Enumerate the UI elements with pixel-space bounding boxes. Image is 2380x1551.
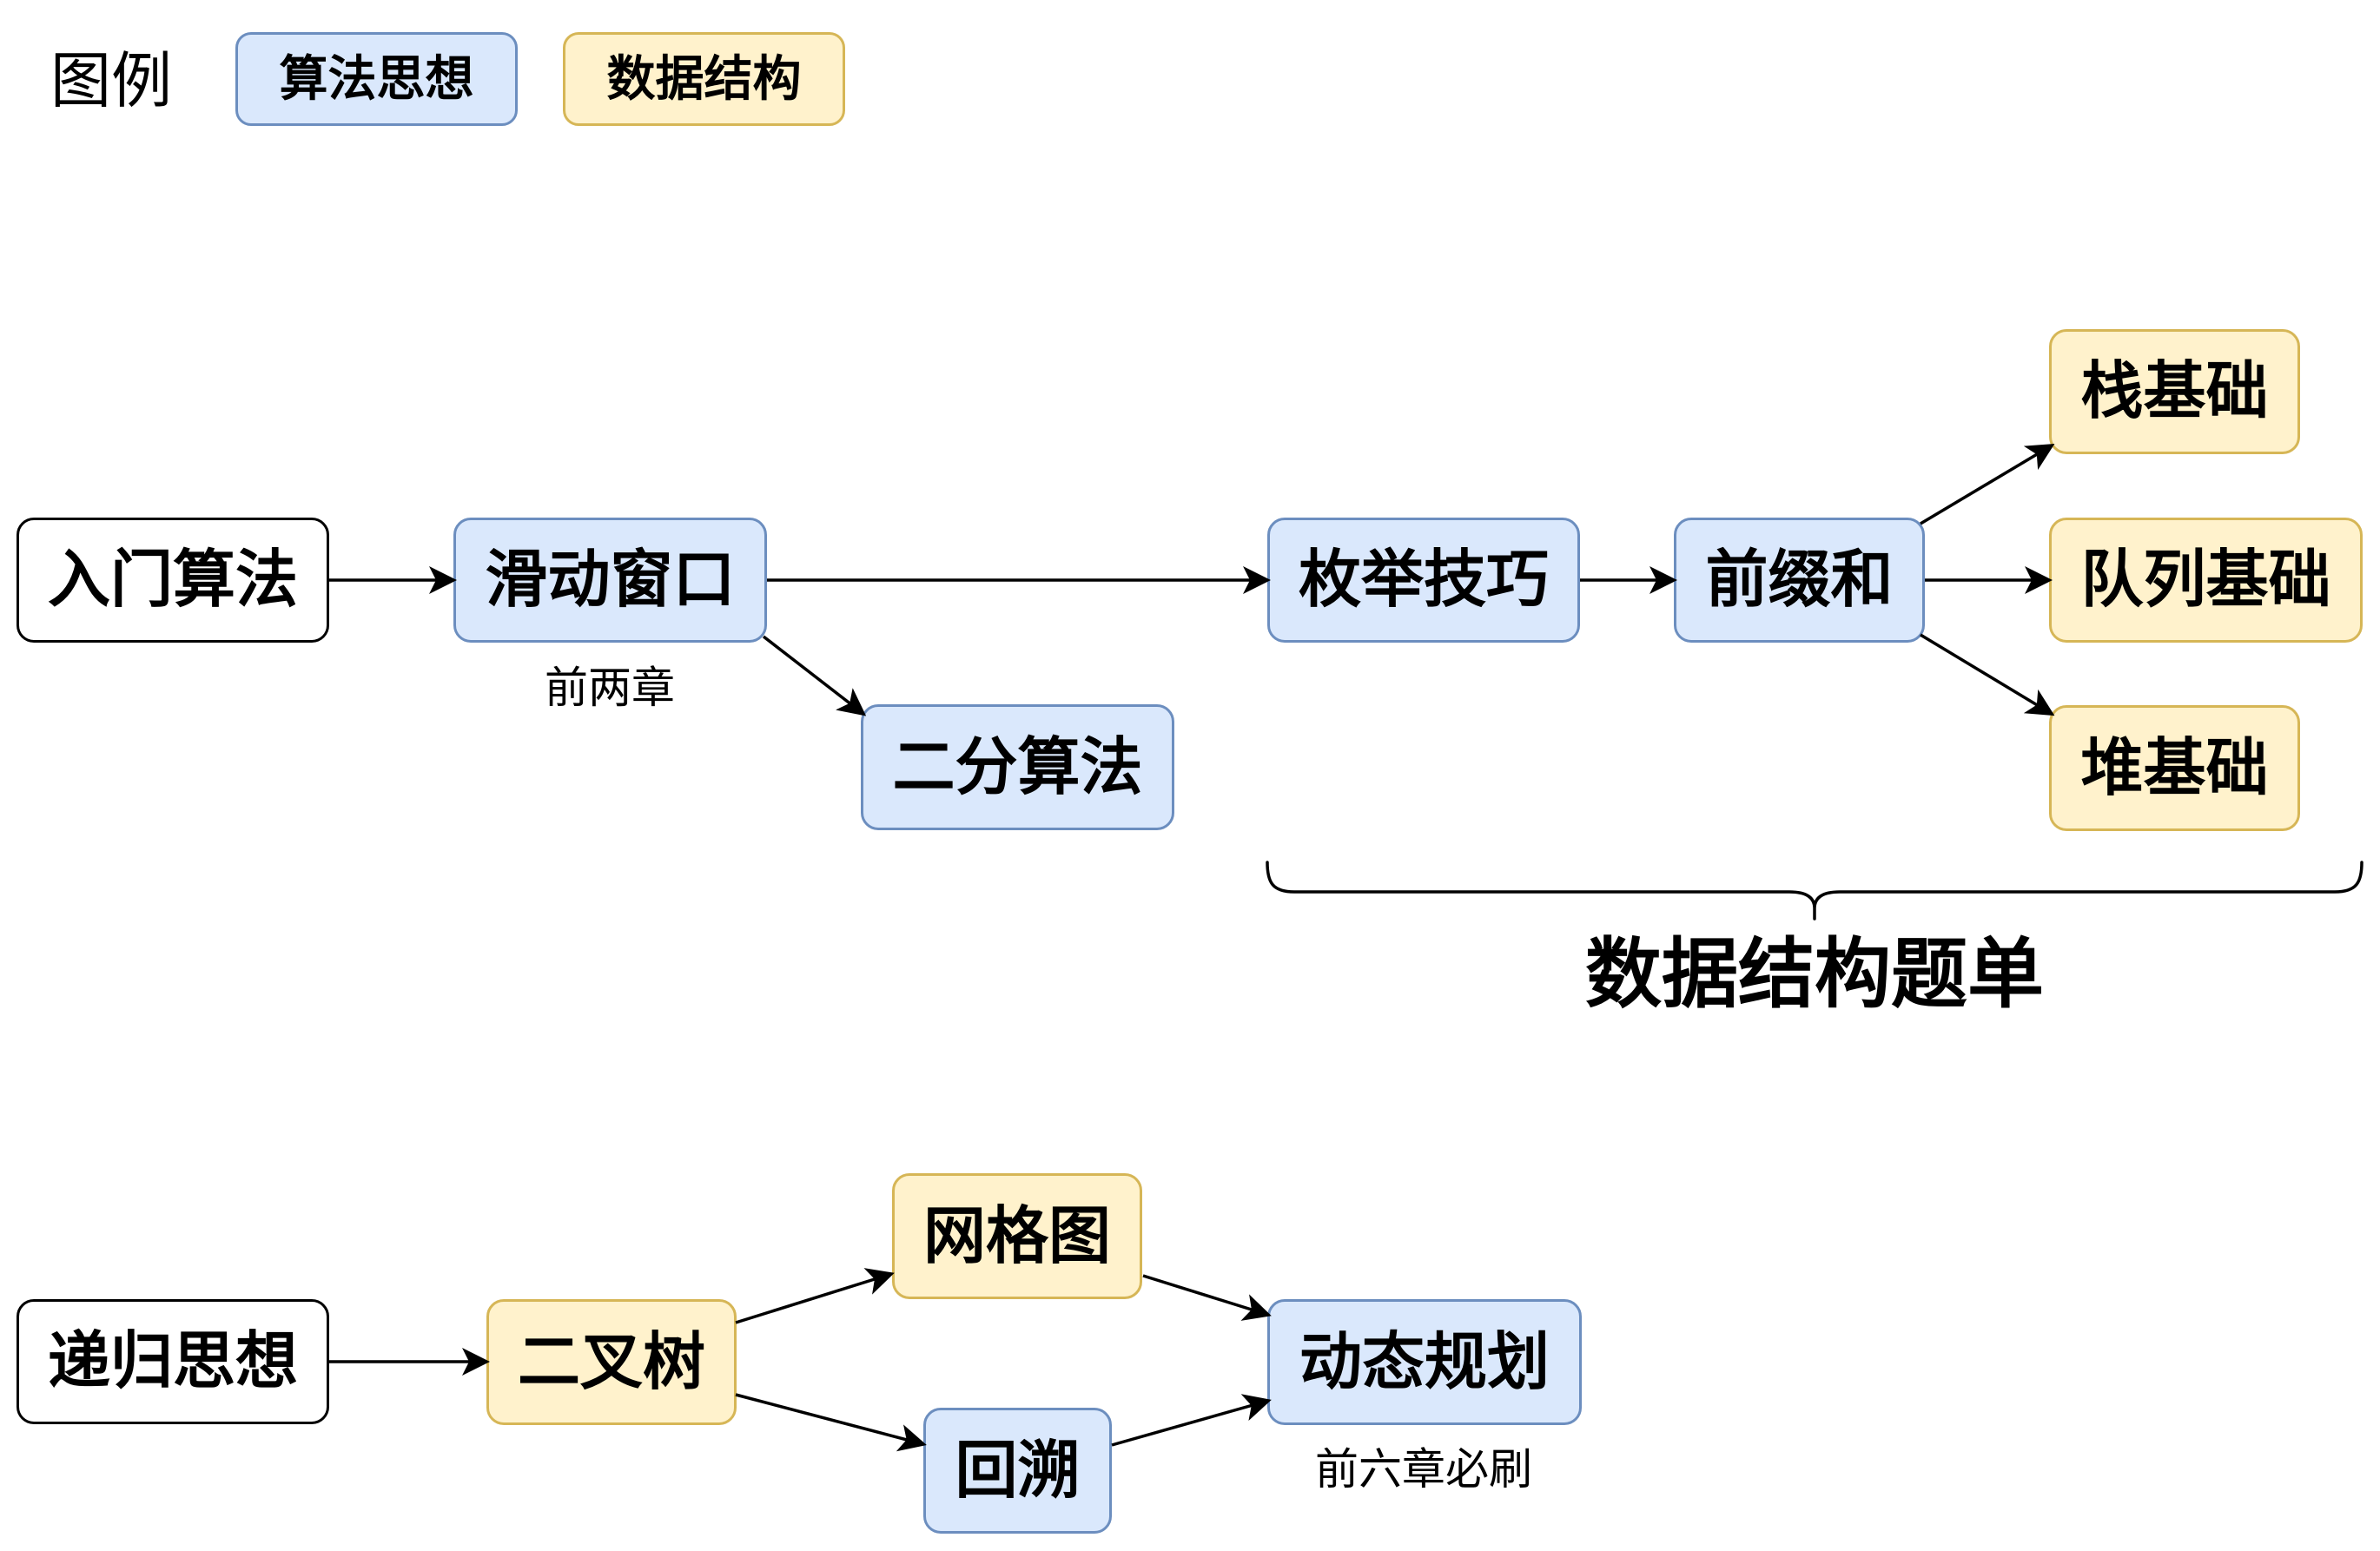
edge-sliding-window-to-binary-search	[762, 635, 867, 716]
node-sliding-window: 滑动窗口	[453, 518, 767, 643]
node-intro: 入门算法	[17, 518, 329, 643]
edge-binary-tree-to-backtracking	[735, 1393, 927, 1452]
note-dynamic-programming: 前六章必刷	[1315, 1445, 1532, 1494]
node-recursion: 递归思想	[17, 1299, 329, 1424]
edge-backtracking-to-dynamic-programming	[1111, 1394, 1272, 1447]
group-title-data-structure-list: 数据结构题单	[1584, 931, 2045, 1017]
legend-item-label: 算法思想	[279, 51, 474, 106]
node-label: 二分算法	[892, 732, 1143, 802]
node-label: 堆基础	[2080, 733, 2269, 803]
node-backtracking: 回溯	[923, 1408, 1112, 1534]
node-grid-graph: 网格图	[892, 1173, 1142, 1299]
edge-grid-graph-to-dynamic-programming	[1142, 1274, 1272, 1321]
node-binary-tree: 二叉树	[486, 1299, 737, 1425]
node-label: 栈基础	[2080, 357, 2269, 426]
node-label: 动态规划	[1299, 1327, 1550, 1397]
legend-item-data-structure: 数据结构	[563, 32, 845, 126]
legend-item-algorithm: 算法思想	[235, 32, 518, 126]
node-enumeration: 枚举技巧	[1267, 518, 1580, 643]
node-label: 滑动窗口	[485, 545, 736, 615]
node-label: 网格图	[922, 1201, 1111, 1271]
curly-brace-data-structure-group	[1266, 861, 2363, 921]
note-sliding-window: 前两章	[545, 663, 675, 712]
node-heap: 堆基础	[2049, 705, 2300, 831]
edge-binary-tree-to-grid-graph	[735, 1268, 895, 1324]
node-stack: 栈基础	[2049, 329, 2300, 454]
legend-title: 图例	[50, 47, 172, 115]
node-binary-search: 二分算法	[861, 704, 1174, 830]
node-dynamic-programming: 动态规划	[1267, 1299, 1582, 1425]
legend-item-label: 数据结构	[606, 51, 802, 106]
node-label: 入门算法	[47, 545, 298, 615]
node-label: 回溯	[955, 1436, 1081, 1506]
node-label: 二叉树	[517, 1327, 705, 1397]
node-queue: 队列基础	[2049, 518, 2363, 643]
edge-prefix-sum-to-heap	[1920, 633, 2055, 716]
node-label: 队列基础	[2080, 545, 2331, 615]
node-label: 递归思想	[47, 1327, 298, 1396]
node-label: 枚举技巧	[1298, 545, 1549, 615]
edge-prefix-sum-to-stack	[1920, 443, 2055, 525]
node-label: 前缀和	[1705, 545, 1894, 615]
node-prefix-sum: 前缀和	[1674, 518, 1925, 643]
